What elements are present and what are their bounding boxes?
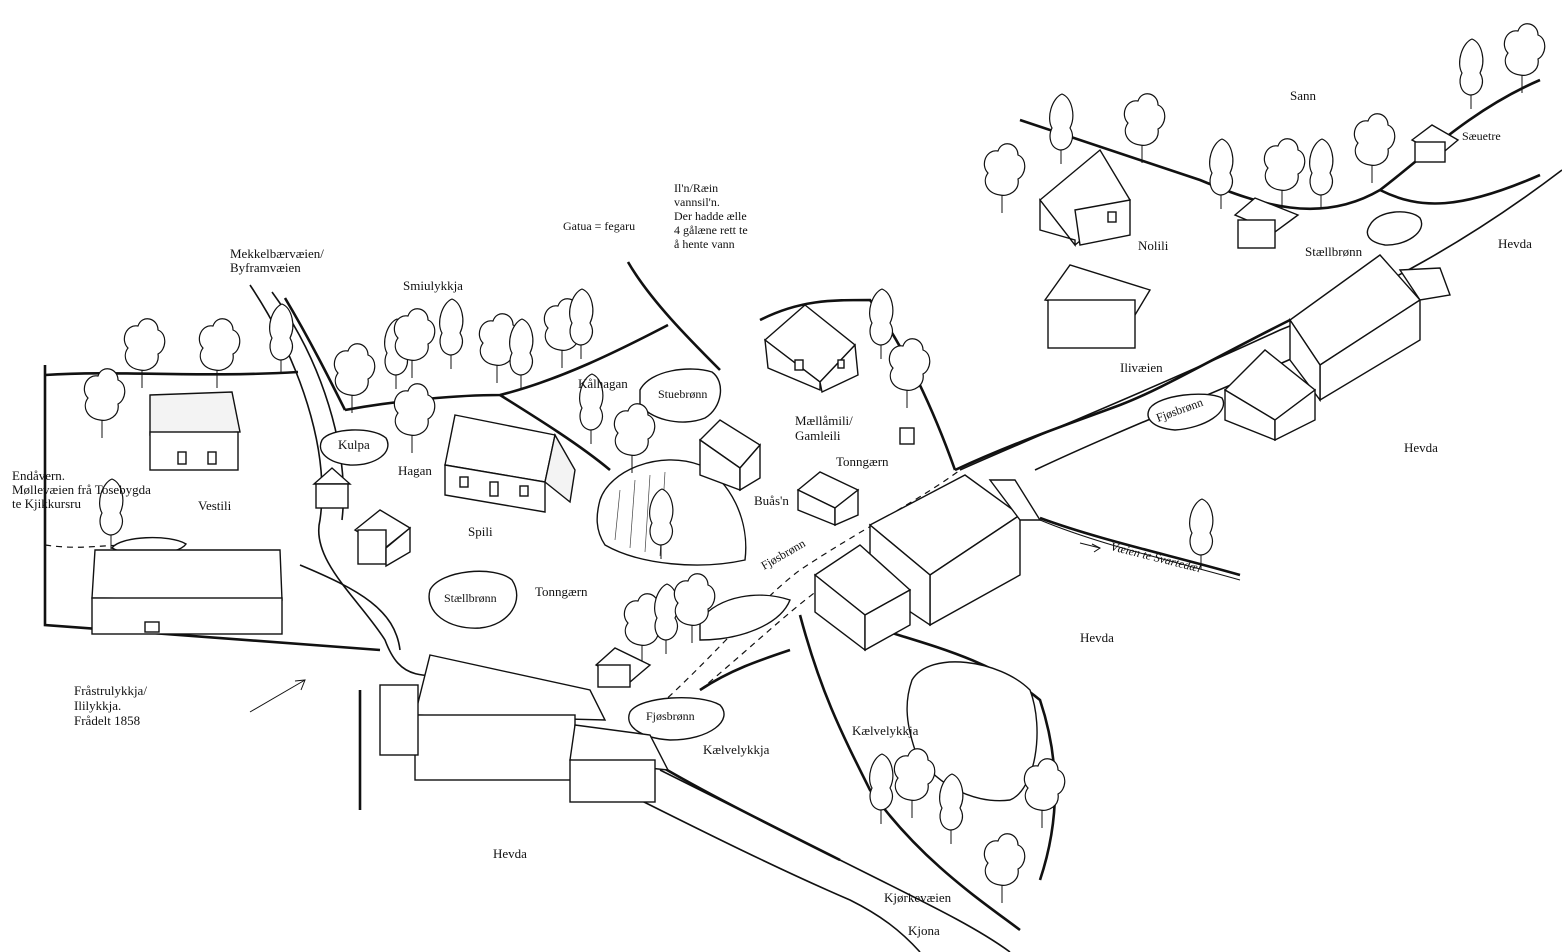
- label-smiulykkja: Smiulykkja: [403, 278, 463, 293]
- label-endavern-3: te Kjikkursru: [12, 496, 81, 511]
- label-nolili: Nolili: [1138, 238, 1169, 253]
- barn-east: [1289, 254, 1451, 403]
- label-kjorkevaeien: Kjørkevæien: [884, 890, 952, 905]
- label-saeuetre: Sæuetre: [1462, 129, 1501, 143]
- shed-buasn: [698, 419, 762, 492]
- label-frastrulykkja-1: Fråstrulykkja/: [74, 683, 147, 698]
- label-endavern-1: Endåvern.: [12, 468, 65, 483]
- pond-fjosbronn-s: [628, 697, 725, 741]
- barn-east-2: [1223, 349, 1317, 442]
- house-saeuetre: [1410, 124, 1460, 163]
- label-staellbronn-c: Stællbrønn: [444, 591, 497, 605]
- label-hevda-e: Hevda: [1404, 440, 1438, 455]
- label-in-raein-3: Der hadde ælle: [674, 209, 747, 223]
- shed-south: [594, 647, 652, 688]
- label-spili: Spili: [468, 524, 493, 539]
- label-buasn: Buås'n: [754, 493, 789, 508]
- house-maellamili: [763, 304, 859, 394]
- label-in-raein-1: Il'n/Ræin: [674, 181, 718, 195]
- label-endavern-2: Møllevæien frå Tosebygda: [12, 482, 151, 497]
- barn-south: [379, 654, 670, 803]
- label-in-raein-5: å hente vann: [674, 237, 735, 251]
- label-hevda-c: Hevda: [1080, 630, 1114, 645]
- trees: [83, 23, 1546, 904]
- label-kalhagan: Kålhagan: [578, 376, 628, 391]
- label-kjona: Kjona: [908, 923, 940, 938]
- shed-kulpa: [312, 467, 352, 509]
- barn-fjosbronn: [813, 544, 912, 652]
- pond-staellbronn-ne: [1366, 211, 1423, 246]
- label-ilivaeien: Ilivæien: [1120, 360, 1163, 375]
- house-spili: [444, 414, 576, 513]
- pond-stuebronn: [639, 368, 722, 423]
- label-mekkelbaer-1: Mekkelbærvæien/: [230, 246, 324, 261]
- label-staellbronn-ne: Stællbrønn: [1305, 244, 1363, 259]
- buildings: [91, 124, 1460, 803]
- label-vestili: Vestili: [198, 498, 232, 513]
- barn-nolili: [1043, 264, 1152, 349]
- shed-nolili: [1233, 197, 1300, 249]
- label-kaelvelykkja-2: Kælvelykkja: [852, 723, 919, 738]
- shed-tonngaern: [796, 471, 860, 527]
- label-tonngaern-s: Tonngærn: [535, 584, 588, 599]
- label-kaelvelykkja-1: Kælvelykkja: [703, 742, 770, 757]
- label-frastrulykkja-3: Frådelt 1858: [74, 713, 140, 728]
- label-hevda-s: Hevda: [493, 846, 527, 861]
- label-in-raein-2: vannsil'n.: [674, 195, 720, 209]
- ponds: [110, 211, 1423, 741]
- barn-central: [868, 474, 1042, 627]
- label-fjosbronn-s: Fjøsbrønn: [646, 709, 695, 723]
- arrows: [249, 542, 1101, 713]
- label-tonngaern-n: Tonngærn: [836, 454, 889, 469]
- label-in-raein-4: 4 gålæne rett te: [674, 223, 748, 237]
- pond-staellbronn-c: [428, 570, 518, 629]
- pond-kulpa: [319, 429, 389, 466]
- house-nolili: [1039, 148, 1131, 248]
- barn-vestili: [91, 549, 283, 635]
- map-labels: Sann Sæuetre Nolili Stællbrønn Hevda Ili…: [12, 88, 1532, 938]
- label-hagan: Hagan: [398, 463, 432, 478]
- hut-maellamili: [899, 427, 915, 445]
- label-maellamili-2: Gamleili: [795, 428, 841, 443]
- label-frastrulykkja-2: Ililykkja.: [74, 698, 121, 713]
- fences: [43, 78, 1541, 932]
- pond-fjosbronn-e: [1147, 393, 1225, 431]
- house-vestili: [149, 391, 241, 471]
- label-sann: Sann: [1290, 88, 1317, 103]
- shed-spili: [353, 509, 412, 568]
- label-stuebronn: Stuebrønn: [658, 387, 707, 401]
- label-maellamili-1: Mællåmili/: [795, 413, 853, 428]
- label-gatua: Gatua = fegaru: [563, 219, 635, 233]
- label-kulpa: Kulpa: [338, 437, 370, 452]
- label-mekkelbaer-2: Byframvæien: [230, 260, 301, 275]
- label-vaeien-svartedael: Væien te Svartedæl: [1109, 539, 1203, 575]
- label-hevda-ne: Hevda: [1498, 236, 1532, 251]
- label-fjosbronn-c: Fjøsbrønn: [759, 536, 808, 572]
